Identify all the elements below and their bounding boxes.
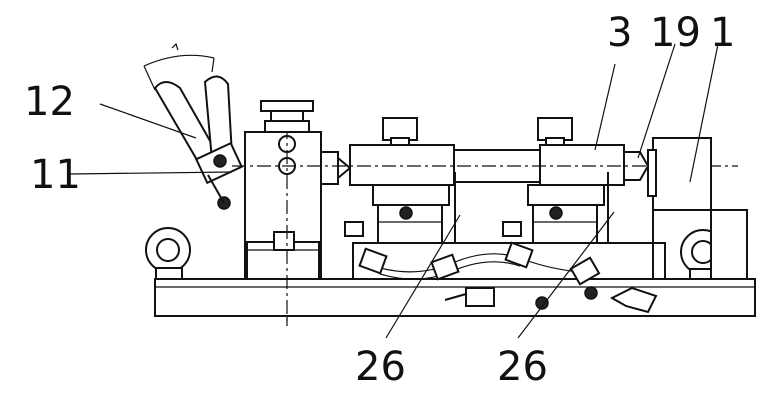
callout-26-right: 26 [497, 344, 548, 390]
callout-26-left: 26 [355, 344, 406, 390]
handwheel [260, 100, 314, 133]
callout-12: 12 [24, 79, 75, 125]
clamp-head-body [244, 100, 352, 326]
callout-3: 3 [607, 10, 632, 56]
leader-lines [69, 43, 719, 339]
support-block-left [344, 117, 456, 245]
base-plate [154, 278, 756, 326]
callout-1: 1 [710, 10, 735, 56]
lifting-eye-left [145, 227, 191, 280]
lever-handle [143, 42, 244, 210]
tailstock [647, 137, 748, 280]
workpiece-shaft [232, 144, 738, 186]
support-block-right [502, 117, 609, 245]
callout-11: 11 [30, 152, 81, 198]
callout-19: 19 [650, 10, 701, 56]
hose-fittings [358, 241, 658, 314]
